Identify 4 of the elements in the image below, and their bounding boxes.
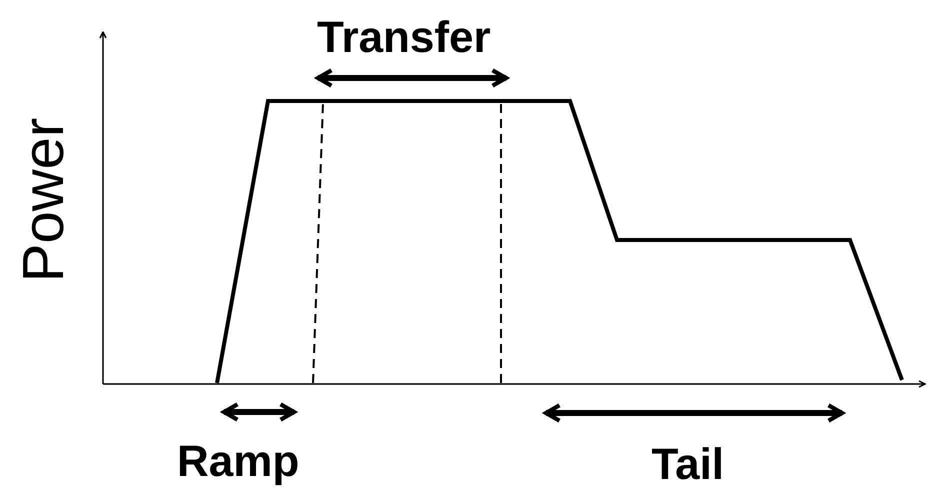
phase-label: Transfer [317,16,491,60]
phase-label: Ramp [177,440,300,484]
phase-label: Tail [652,443,724,487]
axis-title: Power [15,118,74,282]
